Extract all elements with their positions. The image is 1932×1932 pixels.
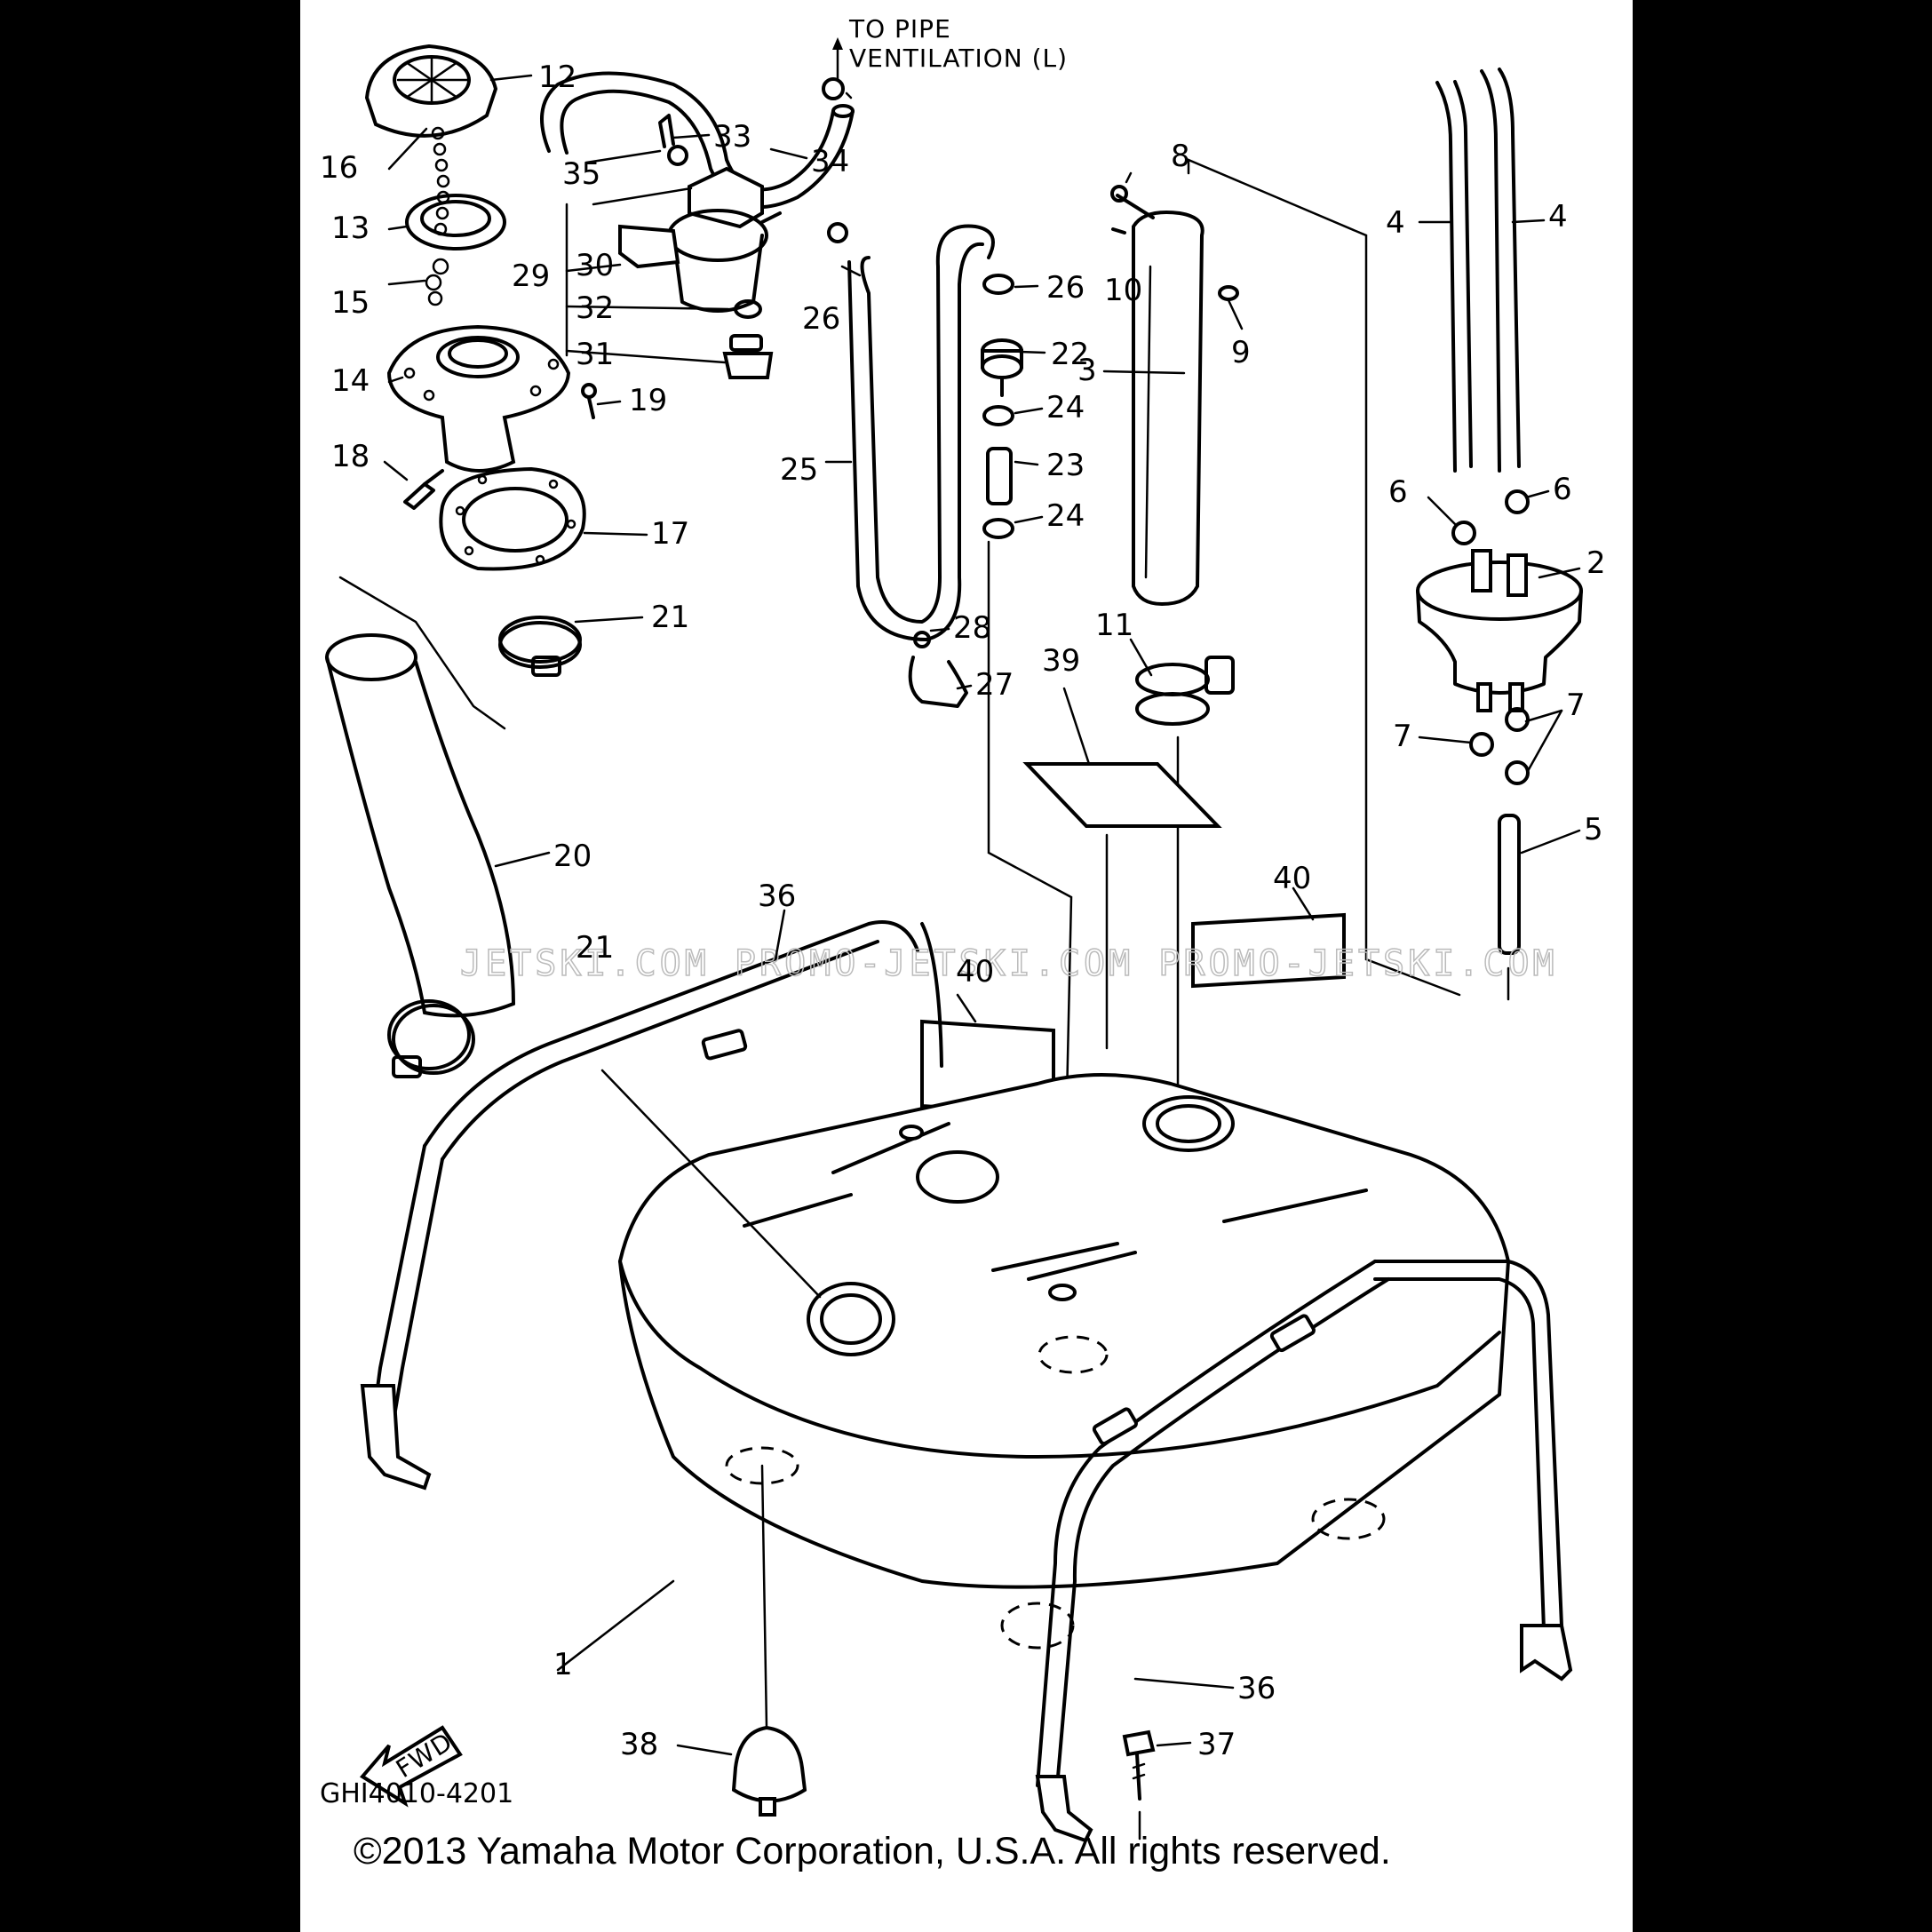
- callout-8: 8: [1171, 139, 1190, 174]
- filler-neck-part: [386, 324, 571, 473]
- fuel-tank-part: [617, 1073, 1511, 1650]
- callout-32: 32: [576, 290, 614, 326]
- filler-hose-part: [325, 633, 515, 1018]
- callout-9: 9: [1231, 335, 1251, 370]
- short-hose-part: [1498, 814, 1521, 955]
- bolt-part: [1122, 1729, 1156, 1801]
- callout-24-lower: 24: [1046, 498, 1085, 534]
- callout-5: 5: [1584, 812, 1603, 847]
- callout-20: 20: [553, 839, 592, 874]
- callout-2: 2: [1586, 545, 1606, 581]
- callout-12: 12: [538, 60, 576, 95]
- breather-hose-part: [847, 224, 995, 641]
- band-clamp-part: [1135, 656, 1235, 726]
- vent-note-line1: TO PIPE: [848, 14, 951, 44]
- callout-10: 10: [1104, 273, 1142, 308]
- copyright-notice: ©2013 Yamaha Motor Corporation, U.S.A. A…: [354, 1830, 1391, 1872]
- exploded-view-drawing: FWD JETSKI.COM PROMO-JETSKI.COM PROMO-JE…: [320, 14, 1606, 1843]
- callout-26-left: 26: [802, 301, 840, 337]
- callout-7-left: 7: [1393, 719, 1412, 754]
- callout-4-left: 4: [1386, 205, 1405, 241]
- callout-30: 30: [576, 248, 614, 283]
- fuel-filter-part: [1416, 549, 1583, 712]
- fuel-cap-part: [364, 44, 498, 138]
- callout-40-left: 40: [956, 954, 994, 990]
- callout-33: 33: [713, 119, 751, 155]
- parts-diagram-sheet: FWD JETSKI.COM PROMO-JETSKI.COM PROMO-JE…: [300, 0, 1633, 1932]
- callout-35: 35: [562, 156, 600, 192]
- screw-part: [581, 383, 597, 419]
- callout-37: 37: [1197, 1727, 1236, 1762]
- callout-3: 3: [1077, 353, 1097, 388]
- tether-chain-part: [425, 126, 450, 306]
- callout-numbers: 12 16 13 15 14 18 17 19 21 20 35 33 34 2…: [320, 60, 1606, 1762]
- tank-band-part: [360, 920, 1573, 1843]
- callout-6-left: 6: [1388, 474, 1408, 510]
- callout-15: 15: [331, 285, 370, 321]
- callout-17: 17: [651, 516, 689, 552]
- seal-ring-part: [405, 194, 506, 250]
- leader-lines: [383, 74, 1581, 1756]
- callout-4-right: 4: [1548, 199, 1568, 235]
- watermark-text: JETSKI.COM PROMO-JETSKI.COM PROMO-JETSKI…: [460, 943, 1558, 984]
- callout-36-top: 36: [758, 879, 796, 914]
- callout-19: 19: [629, 383, 667, 418]
- callout-23: 23: [1046, 448, 1085, 483]
- callout-16: 16: [320, 150, 358, 186]
- hose-clip-part: [667, 77, 848, 243]
- callout-40-right: 40: [1273, 861, 1311, 896]
- callout-21: 21: [651, 600, 689, 635]
- callout-24-upper: 24: [1046, 390, 1085, 425]
- callout-6-right: 6: [1553, 472, 1572, 507]
- vent-pipe-part: [1110, 185, 1239, 607]
- callout-31: 31: [576, 337, 614, 372]
- callout-21-lower: 21: [576, 930, 614, 966]
- valve-body-part: [667, 166, 782, 313]
- clip-part: [658, 114, 675, 148]
- callout-14: 14: [331, 363, 370, 399]
- gasket-part: [439, 466, 586, 571]
- callout-27: 27: [975, 667, 1014, 703]
- callout-36-bottom: 36: [1237, 1671, 1276, 1706]
- holder-part: [908, 631, 968, 708]
- callout-18: 18: [331, 439, 370, 474]
- hose-clamp-lower-part: [387, 999, 475, 1078]
- callout-34: 34: [811, 144, 849, 179]
- diagram-code: GHI4010-4201: [320, 1778, 514, 1809]
- callout-26-right: 26: [1046, 270, 1085, 306]
- callout-11: 11: [1095, 608, 1133, 643]
- callout-22: 22: [1051, 337, 1089, 372]
- bracket-part: [618, 224, 680, 269]
- o-ring-part: [734, 299, 762, 319]
- hose-clamp-part: [498, 616, 582, 677]
- callout-25: 25: [780, 452, 818, 488]
- check-valve-part: [981, 274, 1023, 539]
- fuel-pipe-part: [1435, 68, 1521, 473]
- rivet-part: [403, 469, 444, 510]
- callout-1: 1: [553, 1647, 573, 1682]
- callout-13: 13: [331, 211, 370, 246]
- hose-clip-set-part: [1451, 489, 1530, 785]
- callout-38: 38: [620, 1727, 658, 1762]
- vent-hose-part: [540, 71, 855, 210]
- callout-7-right: 7: [1566, 688, 1586, 723]
- callout-29: 29: [512, 258, 550, 294]
- callout-28: 28: [953, 610, 991, 646]
- vent-note-line2: VENTILATION (L): [849, 44, 1068, 73]
- valve-cap-part: [722, 334, 774, 379]
- foam-pad-part: [920, 762, 1346, 1117]
- damper-part: [731, 1725, 807, 1817]
- callout-39: 39: [1042, 643, 1080, 679]
